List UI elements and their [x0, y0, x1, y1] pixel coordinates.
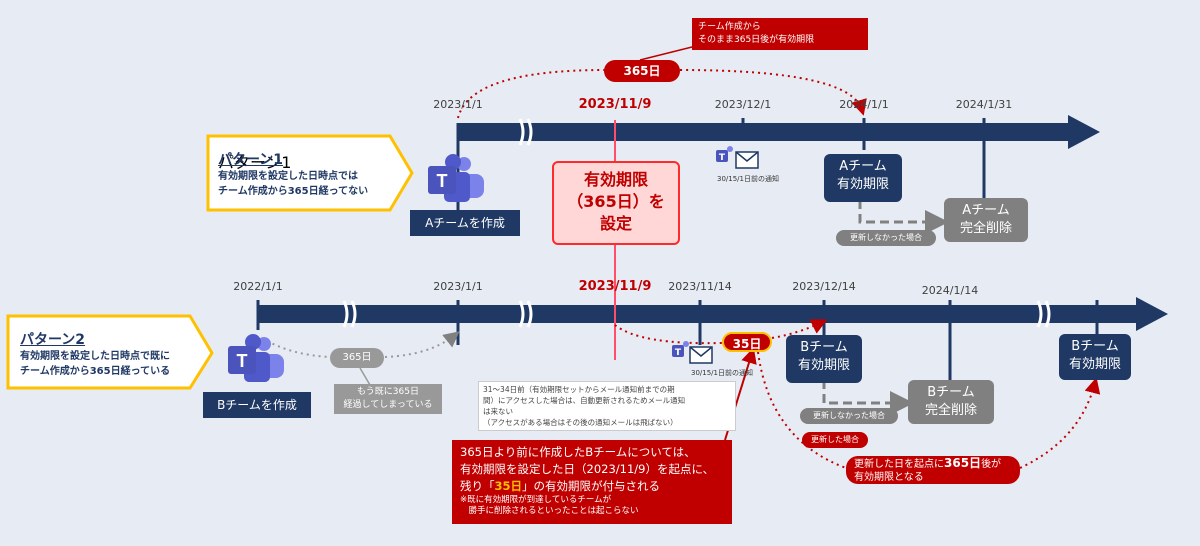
not-renewed-pill: 更新しなかった場合: [836, 230, 936, 246]
date-label: 2023/1/1: [433, 98, 483, 111]
box-line: 有効期限: [797, 358, 850, 373]
pattern2-desc-line1: 有効期限を設定した日時点で既に: [20, 351, 170, 362]
access-note: 31～34日前（有効期限セットからメール通知前までの期 間）にアクセスした場合は…: [478, 381, 736, 431]
main-note-pre: 残り「: [460, 479, 495, 493]
box-line: 有効期限: [1068, 357, 1121, 372]
top-note: チーム作成から そのまま365日後が有効期限: [692, 18, 868, 50]
timeline-2: [256, 297, 1168, 380]
date-label: 2023/1/1: [433, 280, 483, 293]
team-b-delete-box: Bチーム 完全削除: [908, 380, 994, 424]
team-b-create-label: Bチームを作成: [203, 392, 311, 418]
set-expiry-box: 有効期限 （365日）を 設定: [552, 161, 680, 245]
note-line: （アクセスがある場合はその後の通知メールは飛ばない）: [483, 418, 678, 427]
main-note-line3: 残り「35日」の有効期限が付与される: [460, 478, 724, 495]
main-note-sub1: ※既に有効期限が到達しているチームが: [460, 495, 612, 505]
svg-text:T: T: [719, 153, 726, 163]
pattern1-title-text: パターン1: [218, 152, 284, 168]
renew-note-post: 後が: [981, 459, 1002, 470]
set-date-label: 2023/11/9: [578, 97, 652, 112]
box-line: Bチーム: [927, 385, 975, 400]
teams-icon: T: [428, 154, 484, 202]
team-a-expiry-box: Aチーム 有効期限: [824, 154, 902, 202]
team-a-delete-box: Aチーム 完全削除: [944, 198, 1028, 242]
box-line: 有効期限: [836, 177, 889, 192]
set-date-label: 2023/11/9: [578, 279, 652, 294]
notify-caption: 30/15/1日前の通知: [717, 175, 779, 183]
pattern1-title: パターン1: [218, 153, 292, 172]
box-line: Aチーム: [962, 203, 1010, 218]
renew-note-bold: 365日: [944, 456, 982, 470]
main-note-sub2: 勝手に削除されるといったことは起こらない: [460, 506, 639, 516]
renew-note-pre: 更新した日を起点に: [854, 459, 944, 470]
box-line: 完全削除: [924, 403, 977, 418]
teams-mini-icon: T: [672, 341, 689, 358]
renewed-pill: 更新した場合: [802, 432, 868, 448]
pattern1-callout: [206, 134, 414, 212]
pattern2-callout: [6, 314, 214, 390]
svg-text:T: T: [675, 348, 682, 358]
not-renewed-pill: 更新しなかった場合: [800, 408, 898, 424]
note-line: 経過してしまっている: [343, 400, 433, 410]
renew-note-line1: 更新した日を起点に365日後が: [854, 457, 1012, 471]
box-line: 完全削除: [959, 221, 1012, 236]
box-line: 設定: [599, 214, 632, 233]
date-label: 2024/1/1: [839, 98, 889, 111]
svg-text:T: T: [237, 351, 248, 371]
teams-mini-icon: T: [716, 146, 733, 163]
box-line: 有効期限: [583, 170, 648, 189]
team-b-expiry-box: Bチーム 有効期限: [786, 335, 862, 383]
timeline-1: [456, 115, 1100, 210]
pattern1-desc-line1: 有効期限を設定した日時点では: [218, 171, 358, 182]
box-line: Bチーム: [1071, 339, 1119, 354]
note-line: チーム作成から: [698, 22, 761, 32]
pattern2-title: パターン2: [20, 332, 86, 348]
note-line: 間）にアクセスした場合は、自動更新されるためメール通知: [483, 396, 686, 405]
note-line: は来ない: [483, 407, 513, 416]
date-label: 2022/1/1: [233, 280, 283, 293]
note-line: そのまま365日後が有効期限: [698, 35, 815, 45]
main-note-emphasis: 35日: [494, 479, 523, 493]
notify-caption: 30/15/1日前の通知: [691, 369, 753, 377]
date-label: 2024/1/14: [921, 284, 979, 297]
pattern2-desc-line2: チーム作成から365日経っている: [20, 366, 171, 377]
grey-365-bubble: 365日: [330, 348, 384, 368]
main-note-line1: 365日より前に作成したBチームについては、: [460, 445, 696, 459]
box-line: Bチーム: [800, 340, 848, 355]
main-note-line2: 有効期限を設定した日（2023/11/9）を起点に、: [460, 462, 715, 476]
renew-note: 更新した日を起点に365日後が 有効期限となる: [846, 456, 1020, 484]
team-b-expiry-box-2: Bチーム 有効期限: [1059, 334, 1131, 380]
renew-note-line2: 有効期限となる: [854, 472, 924, 483]
mail-icon: [735, 151, 759, 169]
date-label: 2024/1/31: [955, 98, 1013, 111]
box-line: Aチーム: [839, 159, 887, 174]
note-line: 31～34日前（有効期限セットからメール通知前までの期: [483, 385, 675, 394]
main-note: 365日より前に作成したBチームについては、 有効期限を設定した日（2023/1…: [452, 440, 732, 524]
date-label: 2023/12/1: [714, 98, 772, 111]
main-note-post: 」の有効期限が付与される: [522, 479, 661, 493]
date-label: 2023/11/14: [668, 280, 732, 293]
days-35-bubble: 35日: [722, 332, 772, 352]
box-line: （365日）を: [567, 192, 665, 211]
date-label: 2023/12/14: [792, 280, 856, 293]
note-line: もう既に365日: [357, 387, 419, 397]
team-a-create-label: Aチームを作成: [410, 210, 520, 236]
svg-text:T: T: [437, 171, 448, 191]
already-elapsed-note: もう既に365日 経過してしまっている: [334, 384, 442, 414]
mail-icon: [689, 346, 713, 364]
teams-icon: T: [228, 334, 284, 382]
days-365-bubble: 365日: [604, 60, 680, 82]
pattern1-desc-line2: チーム作成から365日経ってない: [218, 186, 369, 197]
